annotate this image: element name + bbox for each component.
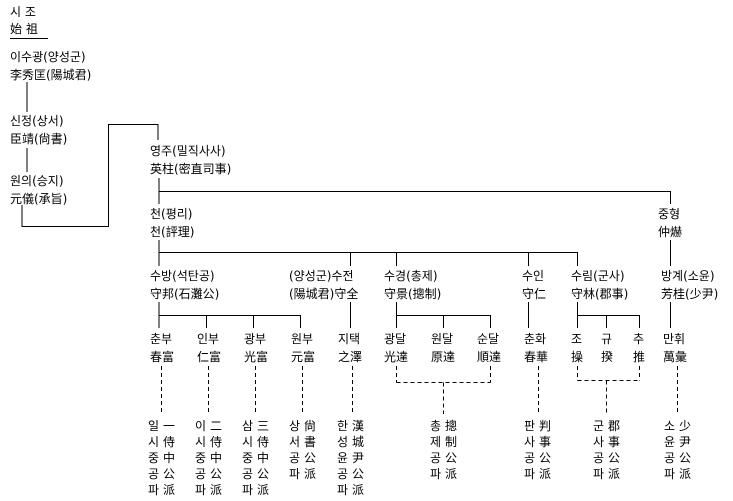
person-wonbu: 원부 元富 [291,330,315,366]
person-hanja: 光達 [384,350,409,364]
branch-gunsa: 군 사 공 파 [593,419,605,481]
person-korean: 방계(소윤) [661,269,715,283]
person-hanja: 推 [633,350,646,364]
person-jo: 조 操 [571,330,583,366]
person-korean: 영주(밀직사사) [150,144,226,158]
branch-ilsijung-hanja: 一 侍 中 公 派 [163,419,176,497]
person-sinjeong: 신정(상서) 臣靖(尙書) [10,112,67,148]
branch-sangseo: 상 서 공 파 [289,419,301,481]
person-hanja: 芳桂(少尹) [661,287,719,301]
person-korean: 만휘 [663,332,686,346]
person-hanja: 揆 [601,350,614,364]
person-junghyeong: 중형 仲爀 [658,205,682,241]
person-hanja: 仲爀 [658,225,683,239]
person-manhwi: 만휘 萬彙 [663,330,687,366]
person-hanja: 春富 [150,350,175,364]
person-hanja: 仁富 [197,350,222,364]
person-korean: 순달 [477,332,500,346]
person-hanja: 守仁 [522,287,547,301]
branch-soyun-hanja: 少 尹 公 派 [679,419,692,481]
person-wonui: 원의(승지) 元儀(承旨) [10,172,67,208]
person-korean: 인부 [197,332,220,346]
person-korean: 규 [601,332,613,346]
person-sujeon: (양성군)수전 (陽城君)守全 [289,267,358,303]
person-gwangdal: 광달 光達 [384,330,408,366]
branch-hanseong-hanja: 漢 城 尹 公 派 [352,419,365,497]
person-yeongju: 영주(밀직사사) 英柱(密直司事) [150,142,231,178]
person-korean: 광부 [244,332,267,346]
person-korean: 이수광(양성군) [10,50,86,64]
branch-gunsa-hanja: 郡 事 公 派 [608,419,621,481]
branch-soyun: 소 윤 공 파 [664,419,676,481]
person-hanja: 原達 [431,350,456,364]
person-gyu: 규 揆 [601,330,613,366]
person-hanja: 英柱(密直司事) [150,162,232,176]
person-banggye: 방계(소윤) 芳桂(少尹) [661,267,718,303]
person-wondal: 원달 原達 [431,330,455,366]
person-sundal: 순달 順達 [477,330,501,366]
person-hanja: 臣靖(尙書) [10,132,68,146]
person-hanja: 元富 [291,350,316,364]
person-korean: 원부 [291,332,314,346]
person-hanja: 春華 [524,350,549,364]
branch-chongje-hanja: 摠 制 公 派 [445,419,458,481]
person-korean: 원달 [431,332,454,346]
person-subang: 수방(석탄공) 守邦(石灘公) [150,267,219,303]
person-sugyeong: 수경(총제) 守景(摠制) [384,267,441,303]
person-korean: 조 [571,332,583,346]
branch-isijung-hanja: 二 侍 中 公 派 [210,419,223,497]
branch-chongje: 총 제 공 파 [430,419,442,481]
branch-pansa-hanja: 判 事 公 派 [539,419,552,481]
person-hanja: 光富 [244,350,269,364]
person-korean: 지택 [338,332,361,346]
header-korean: 시 조 [10,5,36,19]
person-yi-sugwang: 이수광(양성군) 李秀匡(陽城君) [10,48,91,84]
person-surim: 수림(군사) 守林(郡事) [571,267,628,303]
person-korean: 중형 [658,207,681,221]
person-hanja: 萬彙 [663,350,688,364]
person-korean: 춘부 [150,332,173,346]
branch-samsijung-hanja: 三 侍 中 公 派 [257,419,270,497]
branch-isijung: 이 시 중 공 파 [195,419,207,497]
person-hanja: 之澤 [338,350,363,364]
person-hanja: 順達 [477,350,502,364]
person-korean: 추 [633,332,645,346]
person-hanja: (陽城君)守全 [289,287,359,301]
person-chunbu: 춘부 春富 [150,330,174,366]
dashed-connectors [161,366,678,414]
person-korean: 수방(석탄공) [150,269,215,283]
header-hanja: 始 祖 [10,22,38,36]
branch-samsijung: 삼 시 중 공 파 [242,419,254,497]
person-gwangbu: 광부 光富 [244,330,268,366]
branch-sangseo-hanja: 尙 書 公 派 [304,419,317,481]
person-cheon: 천(평리) 천(評理) [150,205,194,241]
person-korean: (양성군)수전 [289,269,354,283]
person-hanja: 操 [571,350,584,364]
person-hanja: 守邦(石灘公) [150,287,220,301]
person-chunhwa: 춘화 春華 [524,330,548,366]
person-korean: 원의(승지) [10,174,64,188]
branch-hanseong: 한 성 윤 공 파 [337,419,349,497]
person-korean: 춘화 [524,332,547,346]
person-inbu: 인부 仁富 [197,330,221,366]
person-korean: 천(평리) [150,207,193,221]
person-chu: 추 推 [633,330,645,366]
person-hanja: 元儀(承旨) [10,192,68,206]
branch-ilsijung: 일 시 중 공 파 [148,419,160,497]
person-korean: 수인 [522,269,545,283]
person-korean: 광달 [384,332,407,346]
branch-pansa: 판 사 공 파 [524,419,536,481]
person-hanja: 李秀匡(陽城君) [10,68,92,82]
solid-connectors [10,38,671,328]
person-hanja: 守景(摠制) [384,287,442,301]
person-korean: 신정(상서) [10,114,64,128]
person-suin: 수인 守仁 [522,267,546,303]
person-jitaek: 지택 之澤 [338,330,362,366]
person-korean: 수경(총제) [384,269,438,283]
person-korean: 수림(군사) [571,269,625,283]
person-hanja: 守林(郡事) [571,287,629,301]
person-hanja: 천(評理) [150,225,195,239]
